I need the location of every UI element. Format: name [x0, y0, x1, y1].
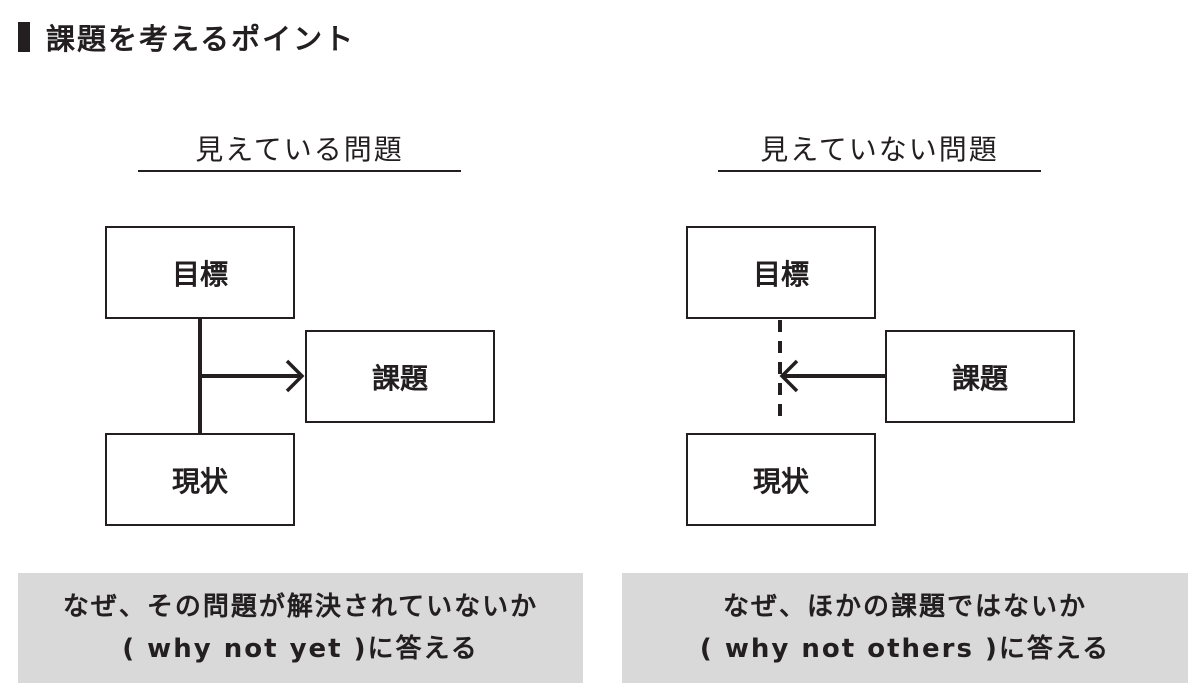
- right-issue-box: 課題: [885, 330, 1075, 423]
- right-goal-box: 目標: [686, 226, 876, 319]
- right-note-line2: ( why not others )に答える: [699, 634, 1111, 664]
- right-note-line1: なぜ、ほかの課題ではないか: [722, 592, 1087, 622]
- right-current-box: 現状: [686, 433, 876, 526]
- right-note: なぜ、ほかの課題ではないか ( why not others )に答える: [622, 573, 1188, 683]
- title-marker: [18, 22, 30, 52]
- right-heading: 見えていない問題: [760, 133, 999, 166]
- page-title: 課題を考えるポイント: [46, 22, 356, 56]
- left-note: なぜ、その問題が解決されていないか ( why not yet )に答える: [18, 573, 583, 683]
- left-heading-underline: [138, 170, 461, 172]
- right-heading-underline: [718, 170, 1041, 172]
- left-arrowhead: [285, 359, 305, 393]
- right-arrowhead: [779, 359, 799, 393]
- left-current-box: 現状: [105, 433, 295, 526]
- left-note-line2: ( why not yet )に答える: [122, 634, 479, 664]
- left-note-line1: なぜ、その問題が解決されていないか: [62, 592, 539, 622]
- left-goal-box: 目標: [105, 226, 295, 319]
- left-issue-box: 課題: [305, 330, 495, 423]
- left-heading: 見えている問題: [195, 133, 404, 166]
